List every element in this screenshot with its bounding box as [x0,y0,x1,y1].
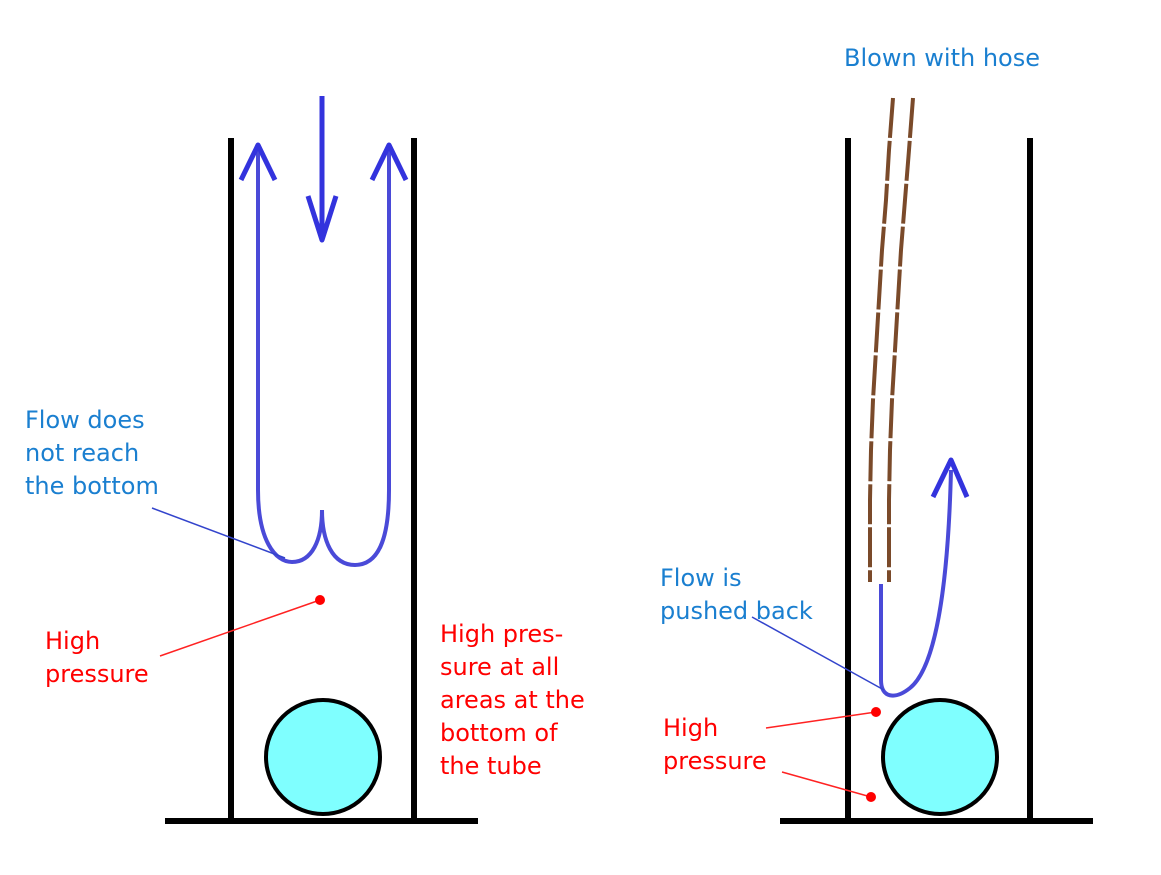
right-pressure-callout-line-upper [765,711,877,729]
hose-right-wall [887,97,915,582]
right-pressure-label: High pressure [663,714,767,775]
left-flow-callout-line [151,507,286,559]
right-flow-callout-line [751,616,885,691]
right-flow-label: Flow is pushed back [660,564,813,625]
hose-label: Blown with hose [844,44,1040,72]
left-flow-up-arrowhead-right [369,142,409,182]
left-bottom-label: High pres- sure at all areas at the bott… [440,620,585,780]
hose-left-wall [868,97,895,582]
left-pressure-label: High pressure [45,627,149,688]
left-pressure-dot [315,595,325,605]
right-flow-up-arrowhead [930,457,970,499]
left-flow-down-arrowhead [305,195,339,243]
right-flow-path [879,469,953,698]
left-flow-up-arrowhead-left [238,142,278,182]
left-ball [264,698,382,816]
left-flow-label: Flow does not reach the bottom [25,406,159,500]
right-pressure-dot-lower [866,792,876,802]
left-panel [151,96,478,824]
right-ball [881,698,999,816]
left-flow-loop [256,150,391,568]
right-pressure-dot-upper [871,707,881,717]
right-panel [751,97,1093,824]
left-pressure-callout-line [159,599,321,657]
right-pressure-callout-line-lower [781,771,872,798]
